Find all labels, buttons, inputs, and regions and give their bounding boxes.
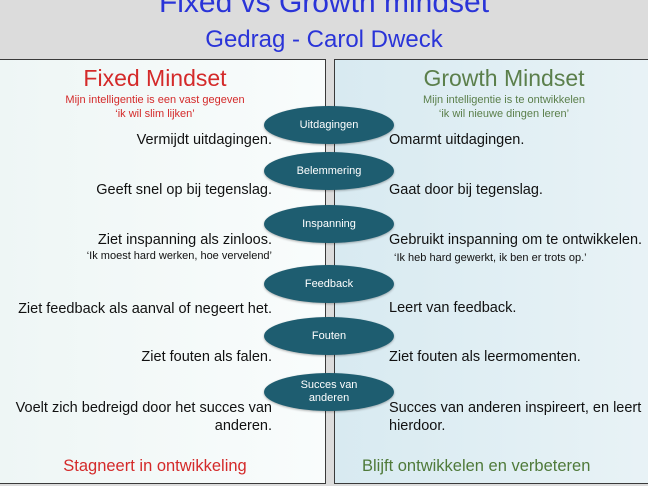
- pill-label: Succes van anderen: [301, 379, 358, 405]
- fixed-note: Mijn intelligentie is een vast gegeven ‘…: [0, 93, 310, 121]
- growth-note: Mijn intelligentie is te ontwikkelen ‘ik…: [334, 93, 648, 121]
- pill-succes-van-anderen: Succes van anderen: [264, 373, 394, 411]
- fixed-quote-inspanning: ‘Ik moest hard werken, hoe vervelend’: [86, 250, 272, 262]
- growth-text-fouten: Ziet fouten als leermomenten.: [389, 349, 581, 365]
- growth-quote-inspanning: ‘Ik heb hard gewerkt, ik ben er trots op…: [394, 252, 587, 264]
- growth-heading: Growth Mindset: [423, 65, 585, 91]
- pill-feedback: Feedback: [264, 265, 394, 303]
- growth-text-succes-line2: hierdoor.: [389, 418, 446, 434]
- pill-label: Belemmering: [296, 164, 362, 177]
- fixed-heading: Fixed Mindset: [83, 65, 227, 91]
- fixed-text-belemmering: Geeft snel op bij tegenslag.: [96, 182, 272, 198]
- growth-conclusion: Blijft ontwikkelen en verbeteren: [362, 457, 591, 475]
- fixed-conclusion: Stagneert in ontwikkeling: [63, 457, 247, 475]
- pill-label: Feedback: [304, 277, 354, 290]
- growth-text-inspanning: Gebruikt inspanning om te ontwikkelen.: [389, 232, 643, 248]
- pill-label-line2: anderen: [308, 392, 350, 404]
- pill-belemmering: Belemmering: [264, 152, 394, 190]
- growth-note-line2: ‘ik wil nieuwe dingen leren’: [438, 108, 570, 120]
- growth-text-belemmering: Gaat door bij tegenslag.: [389, 182, 543, 198]
- pill-label-line1: Succes van: [300, 379, 358, 391]
- page-title: Fixed vs Growth mindset: [158, 0, 490, 19]
- fixed-text-feedback: Ziet feedback als aanval of negeert het.: [18, 301, 272, 317]
- growth-text-feedback: Leert van feedback.: [389, 300, 517, 316]
- growth-note-line1: Mijn intelligentie is te ontwikkelen: [422, 94, 586, 106]
- pill-fouten: Fouten: [264, 317, 394, 355]
- page-subtitle: Gedrag - Carol Dweck: [205, 26, 443, 53]
- fixed-text-fouten: Ziet fouten als falen.: [141, 349, 272, 365]
- fixed-note-line1: Mijn intelligentie is een vast gegeven: [65, 94, 245, 106]
- fixed-text-uitdagingen: Vermijdt uitdagingen.: [136, 132, 272, 148]
- fixed-text-inspanning: Ziet inspanning als zinloos.: [97, 232, 272, 248]
- fixed-note-line2: ‘ik wil slim lijken’: [115, 108, 195, 120]
- fixed-text-succes-line1: Voelt zich bedreigd door het succes van: [15, 400, 272, 416]
- growth-text-succes-line1: Succes van anderen inspireert, en leert: [389, 400, 642, 416]
- pill-label: Inspanning: [302, 217, 356, 230]
- pill-inspanning: Inspanning: [264, 205, 394, 243]
- pill-label: Uitdagingen: [299, 118, 359, 131]
- fixed-text-succes-line2: anderen.: [214, 418, 272, 434]
- growth-text-uitdagingen: Omarmt uitdagingen.: [389, 132, 525, 148]
- pill-uitdagingen: Uitdagingen: [264, 106, 394, 144]
- pill-label: Fouten: [311, 329, 347, 342]
- growth-text-succes: Succes van anderen inspireert, en leert …: [389, 399, 641, 435]
- fixed-text-succes: Voelt zich bedreigd door het succes van …: [16, 399, 272, 435]
